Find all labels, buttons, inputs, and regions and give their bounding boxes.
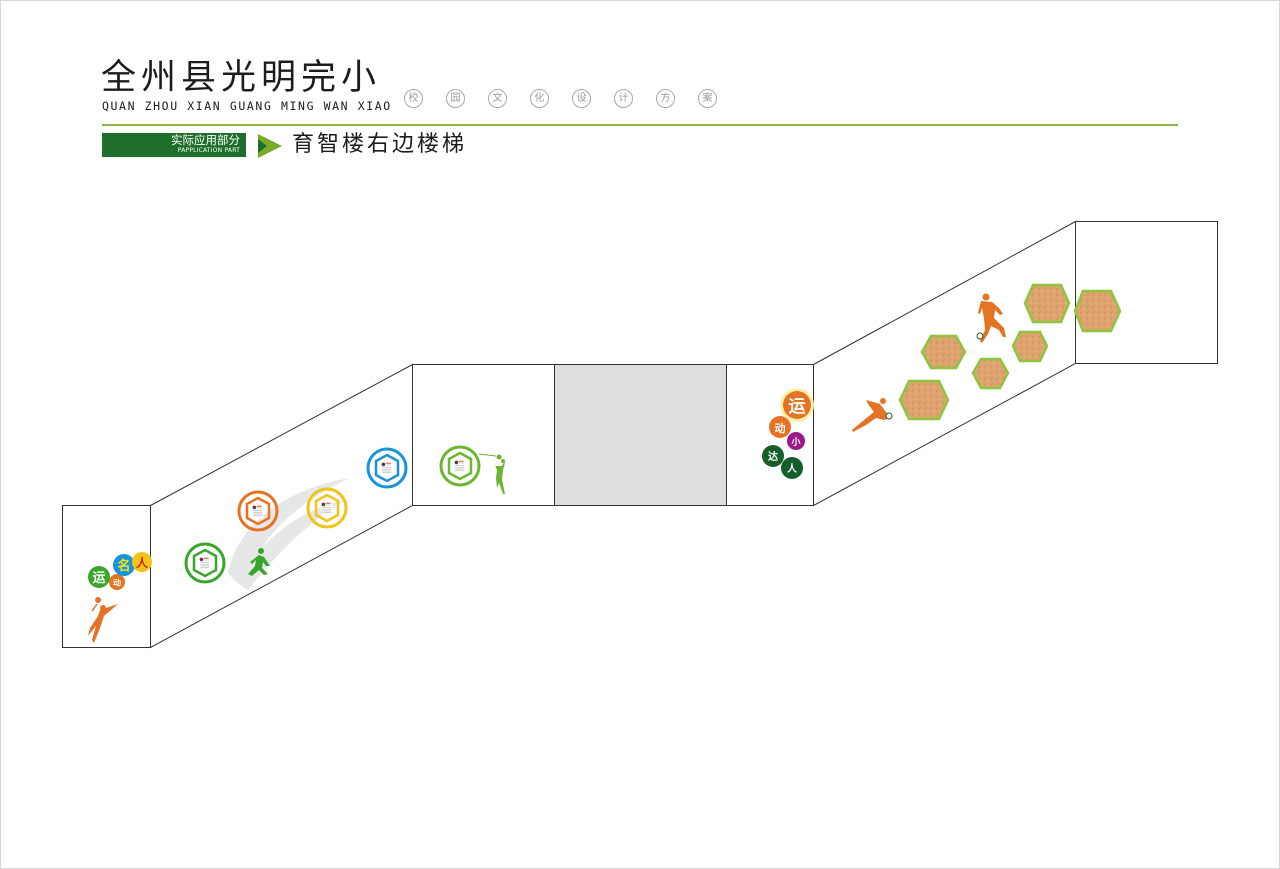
svg-text:人: 人 — [136, 555, 149, 570]
cork-hexagon — [971, 357, 1010, 390]
svg-text:动: 动 — [775, 421, 786, 435]
subtitle-char: 文 — [488, 89, 507, 108]
medallion-yellow — [306, 487, 348, 529]
tag-label-en: PAPPLICATION PART — [177, 147, 240, 154]
svg-text:名: 名 — [117, 558, 130, 574]
school-title: 全州县光明完小 — [101, 58, 382, 98]
medallion-orange — [237, 490, 279, 532]
wall-outlines — [62, 220, 1218, 649]
svg-text:人: 人 — [787, 462, 798, 475]
runner-icon — [248, 548, 270, 576]
sports-star-badge: 运 动 小 达 人 — [762, 388, 814, 479]
soccer-ball-icon — [885, 412, 893, 420]
soccer-player-slide-icon — [852, 398, 890, 432]
wall-panel-7 — [1075, 221, 1218, 364]
subtitle-char: 园 — [446, 89, 465, 108]
wall-panel-3 — [412, 364, 555, 506]
application-part-tag: 实际应用部分 PAPPLICATION PART — [102, 133, 246, 157]
sports-celebrity-badge: 运 动 名 人 — [88, 552, 152, 590]
svg-text:达: 达 — [768, 450, 778, 463]
subtitle-char: 化 — [530, 89, 549, 108]
school-title-pinyin: QUAN ZHOU XIAN GUANG MING WAN XIAO — [102, 99, 392, 113]
medallion-blue — [366, 447, 408, 489]
subtitle-char: 设 — [572, 89, 591, 108]
cork-hexagon — [1011, 330, 1049, 363]
subtitle-char: 案 — [698, 89, 717, 108]
subtitle-char: 方 — [656, 89, 675, 108]
badminton-player-icon — [88, 597, 118, 643]
section-title: 育智楼右边楼梯 — [292, 132, 468, 157]
svg-text:运: 运 — [92, 571, 105, 586]
header-divider — [102, 124, 1178, 126]
cork-hexagon — [1023, 283, 1071, 324]
basketball-hoop-line — [478, 453, 497, 457]
campus-culture-subtitle: 校 园 文 化 设 计 方 案 — [404, 89, 717, 108]
wall-panel-4-gray — [554, 364, 727, 506]
subtitle-char: 校 — [404, 89, 423, 108]
medallion-green — [184, 542, 226, 584]
svg-text:运: 运 — [789, 397, 806, 417]
tag-label-cn: 实际应用部分 — [171, 133, 240, 147]
cork-hexagon — [898, 379, 950, 421]
soccer-ball-icon — [976, 332, 984, 340]
subtitle-char: 计 — [614, 89, 633, 108]
cork-board-hexagons — [898, 283, 1122, 421]
cork-hexagon — [920, 334, 967, 370]
medallion-green-2 — [439, 445, 481, 487]
basketball-player-icon — [495, 454, 505, 494]
svg-text:小: 小 — [790, 436, 800, 448]
svg-text:动: 动 — [113, 578, 121, 588]
cork-hexagon — [1073, 289, 1122, 333]
soccer-player-kick-icon — [978, 293, 1006, 343]
chevron-right-icon — [258, 134, 282, 158]
